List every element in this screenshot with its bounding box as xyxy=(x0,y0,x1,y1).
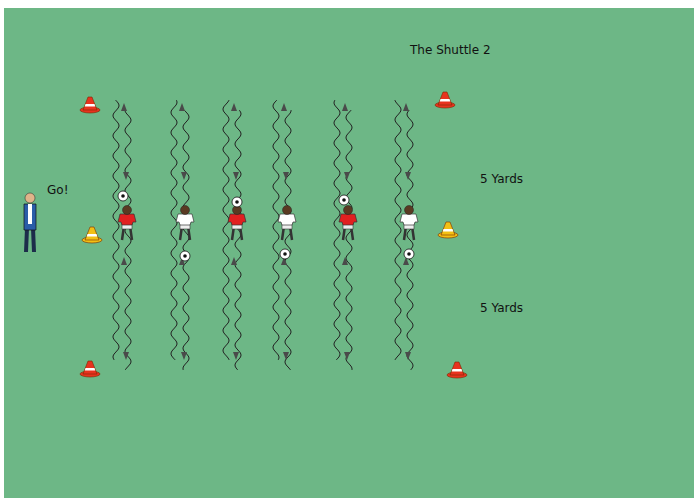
cone xyxy=(82,227,102,243)
player xyxy=(339,206,357,241)
dribble-path xyxy=(395,100,401,360)
cone-stripe xyxy=(85,368,96,371)
player-shirt xyxy=(339,214,357,225)
distance-label: 5 Yards xyxy=(480,172,523,186)
player-head xyxy=(283,206,292,215)
direction-arrow xyxy=(344,352,350,360)
direction-arrow xyxy=(181,172,187,180)
direction-arrow xyxy=(231,103,237,111)
cone xyxy=(447,362,467,378)
coach xyxy=(24,193,36,252)
cone xyxy=(80,361,100,377)
cone-body xyxy=(85,227,99,240)
ball-body xyxy=(404,249,414,259)
soccer-ball xyxy=(339,195,349,205)
direction-arrow xyxy=(231,257,237,265)
cone-body xyxy=(83,361,97,374)
direction-arrow xyxy=(405,172,411,180)
dribble-path xyxy=(407,110,413,370)
dribble-path xyxy=(171,100,177,360)
ball-patch xyxy=(235,200,239,204)
cone-stripe xyxy=(87,234,98,237)
cone-stripe xyxy=(452,369,463,372)
direction-arrow xyxy=(123,172,129,180)
direction-arrow xyxy=(121,257,127,265)
player xyxy=(278,206,296,241)
cone xyxy=(435,92,455,108)
direction-arrow xyxy=(233,172,239,180)
direction-arrow xyxy=(344,172,350,180)
direction-arrow xyxy=(342,103,348,111)
ball-patch xyxy=(283,252,287,256)
direction-arrow xyxy=(403,103,409,111)
ball-body xyxy=(180,251,190,261)
player xyxy=(228,206,246,241)
player-shirt xyxy=(176,214,194,225)
ball-body xyxy=(339,195,349,205)
coach-legs xyxy=(26,228,34,252)
direction-arrow xyxy=(233,352,239,360)
player-head xyxy=(181,206,190,215)
cone-stripe xyxy=(440,99,451,102)
ball-body xyxy=(232,197,242,207)
ball-patch xyxy=(342,198,346,202)
player xyxy=(118,206,136,241)
ball-body xyxy=(280,249,290,259)
direction-arrow xyxy=(342,257,348,265)
direction-arrow xyxy=(121,103,127,111)
dribble-path xyxy=(346,110,352,370)
player-head xyxy=(344,206,353,215)
dribble-path xyxy=(334,100,340,360)
dribble-path xyxy=(235,110,241,370)
direction-arrow xyxy=(123,352,129,360)
player-shirt xyxy=(278,214,296,225)
player xyxy=(176,206,194,241)
cone-body xyxy=(441,222,455,235)
soccer-ball xyxy=(404,249,414,259)
coach-shirt xyxy=(28,204,32,224)
direction-arrow xyxy=(281,103,287,111)
direction-arrow xyxy=(179,103,185,111)
dribble-path xyxy=(125,110,131,370)
dribble-path xyxy=(285,110,291,370)
dribble-path xyxy=(113,100,119,360)
cone-body xyxy=(83,97,97,110)
direction-arrow xyxy=(405,352,411,360)
cone-stripe xyxy=(443,229,454,232)
direction-arrow xyxy=(181,352,187,360)
player-head xyxy=(123,206,132,215)
grass xyxy=(4,8,694,498)
player-head xyxy=(405,206,414,215)
soccer-ball xyxy=(180,251,190,261)
player xyxy=(400,206,418,241)
ball-patch xyxy=(407,252,411,256)
cone-body xyxy=(438,92,452,105)
coach-call: Go! xyxy=(47,183,68,197)
soccer-ball xyxy=(280,249,290,259)
cone-stripe xyxy=(85,104,96,107)
cone-body xyxy=(450,362,464,375)
distance-label: 5 Yards xyxy=(480,301,523,315)
drill-title: The Shuttle 2 xyxy=(410,43,491,57)
cone xyxy=(438,222,458,238)
cone xyxy=(80,97,100,113)
direction-arrow xyxy=(283,172,289,180)
ball-patch xyxy=(183,254,187,258)
player-shirt xyxy=(118,214,136,225)
soccer-ball xyxy=(232,197,242,207)
player-shirt xyxy=(228,214,246,225)
player-shirt xyxy=(400,214,418,225)
coach-head xyxy=(25,193,35,203)
dribble-path xyxy=(183,110,189,370)
ball-patch xyxy=(121,194,125,198)
dribble-path xyxy=(273,100,279,360)
dribble-path xyxy=(223,100,229,360)
direction-arrow xyxy=(283,352,289,360)
run-paths xyxy=(113,100,413,370)
ball-body xyxy=(118,191,128,201)
soccer-ball xyxy=(118,191,128,201)
coach-body xyxy=(24,204,36,230)
